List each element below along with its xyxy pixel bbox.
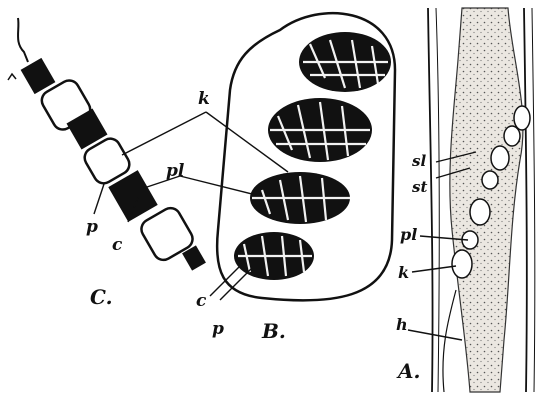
panel-a-section <box>428 8 535 392</box>
outer-wall-left-inner <box>436 8 439 392</box>
label-c-colony: c <box>196 291 207 311</box>
label-p-filament: p <box>86 217 98 237</box>
label-st: st <box>412 178 427 196</box>
label-k-filament: k <box>198 89 210 109</box>
label-k-section: k <box>398 263 409 282</box>
panel-c-label: C. <box>90 285 113 309</box>
label-p-colony: p <box>212 319 224 339</box>
label-pl-section: pl <box>400 225 417 244</box>
panel-b-colony <box>217 13 395 300</box>
panel-a-label: A. <box>396 359 420 383</box>
label-sl: sl <box>412 152 426 170</box>
outer-wall-right-inner <box>532 8 535 392</box>
panel-b-label: B. <box>261 319 286 343</box>
panel-c-filament <box>8 18 206 271</box>
outer-wall-right <box>524 8 527 392</box>
label-c-filament: c <box>112 235 123 255</box>
filament-tail <box>18 18 28 62</box>
label-pl-filament: pl <box>166 161 185 181</box>
label-h: h <box>396 315 408 334</box>
hypha-body <box>450 8 523 392</box>
